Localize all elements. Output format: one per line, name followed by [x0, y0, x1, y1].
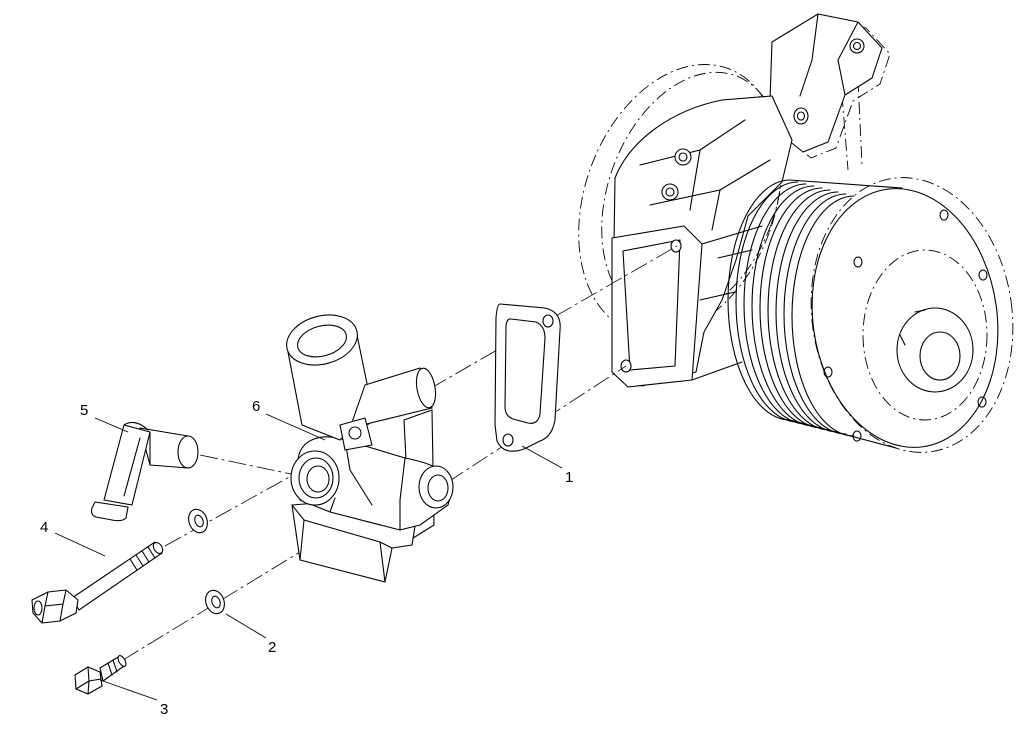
- stud-nut-faces: [41, 589, 67, 624]
- mount-tab-hole: [348, 426, 362, 440]
- callout-4: 4: [40, 519, 48, 536]
- pulley-bolt-hole-3: [853, 256, 863, 268]
- housing-boss-2-hole: [665, 187, 675, 197]
- housing-cross-tube: [349, 367, 433, 429]
- bracket-hole-lower: [793, 107, 809, 125]
- callout-2: 2: [268, 639, 276, 656]
- centerline-lower-mount: [447, 365, 627, 483]
- hex-bolt: [74, 655, 127, 695]
- washer-lower: [205, 589, 225, 615]
- pump-housing-ribs: [639, 119, 771, 231]
- bolt-head-faces: [75, 666, 102, 695]
- elbow-end: [177, 435, 199, 469]
- housing-lower-block-edges: [291, 504, 393, 583]
- pulley-rear-flange-hidden: [810, 177, 1014, 453]
- washers: [188, 508, 225, 615]
- housing-boss-1-hole: [678, 152, 688, 162]
- outlet-pipe-bore: [296, 324, 348, 358]
- callouts: 1 2 3 4 5 6: [40, 398, 573, 718]
- stud-threads: [129, 546, 156, 571]
- leader-4: [54, 532, 106, 557]
- pulley-hub-edge: [899, 309, 926, 346]
- gasket: [494, 303, 561, 452]
- housing-boss-2: [661, 183, 679, 201]
- gasket-outline: [494, 303, 561, 452]
- pump-neck-lines: [691, 225, 763, 381]
- elbow-vertical-leg: [103, 424, 151, 506]
- pulley-bolt-hole-2: [978, 269, 988, 281]
- leader-3: [99, 679, 158, 701]
- right-port-bore: [427, 474, 449, 502]
- housing-mount-tab: [339, 417, 373, 451]
- bracket-hole-upper: [849, 38, 865, 54]
- washer-upper: [188, 508, 208, 534]
- elbow-bend: [123, 421, 151, 497]
- pulley-hub: [896, 307, 974, 393]
- pump-pulley: [727, 177, 1014, 453]
- callout-5: 5: [80, 402, 88, 419]
- gasket-hole-upper: [542, 314, 554, 328]
- pulley-cylinder-edges: [789, 179, 903, 449]
- elbow-tip: [90, 501, 129, 522]
- callout-3: 3: [160, 701, 168, 718]
- pulley-hub-bore: [919, 331, 961, 381]
- washer-lower-hole: [211, 595, 221, 609]
- bracket-hole-upper-inner: [852, 41, 862, 51]
- pulley-grooves: [727, 179, 855, 437]
- washer-upper-hole: [194, 514, 204, 528]
- mounting-face-hole-upper: [670, 239, 682, 253]
- stud-shaft: [71, 541, 163, 611]
- pulley-bolt-hole-5: [852, 430, 862, 442]
- left-port: [298, 457, 334, 499]
- callout-1: 1: [565, 469, 573, 486]
- pulley-front-face: [811, 188, 999, 448]
- cross-tube-end: [415, 367, 437, 409]
- pulley-bolt-hole-4: [823, 366, 833, 378]
- stud-nut: [31, 589, 79, 624]
- stud-nut-bore: [33, 600, 43, 616]
- pulley-hub-hidden-circle: [862, 249, 988, 421]
- callout-6: 6: [252, 398, 260, 415]
- leader-2: [225, 613, 267, 639]
- housing-boss-1: [674, 148, 692, 166]
- left-port-boss: [290, 450, 340, 506]
- gasket-hole-lower: [502, 433, 514, 447]
- gasket-opening: [504, 318, 546, 424]
- centerline-stud: [164, 469, 303, 547]
- leader-1: [521, 445, 563, 469]
- bolt-end: [117, 655, 127, 667]
- pulley-bolt-hole-6: [977, 396, 987, 408]
- bracket-hole-lower-inner: [796, 111, 806, 121]
- bracket-edge-lines: [799, 13, 859, 97]
- thermostat-housing: [286, 314, 454, 583]
- housing-middle-body: [297, 436, 453, 531]
- stud-with-nut: [31, 541, 164, 624]
- stud-end: [152, 541, 164, 555]
- water-pump: [578, 13, 891, 388]
- elbow-fitting: [90, 421, 199, 522]
- leader-5: [94, 417, 129, 433]
- left-port-bore: [306, 465, 330, 493]
- bolt-threads: [107, 659, 118, 676]
- thermostat-mounting-face-opening: [622, 239, 681, 371]
- leader-6: [265, 413, 326, 441]
- pulley-bolt-hole-1: [939, 209, 949, 221]
